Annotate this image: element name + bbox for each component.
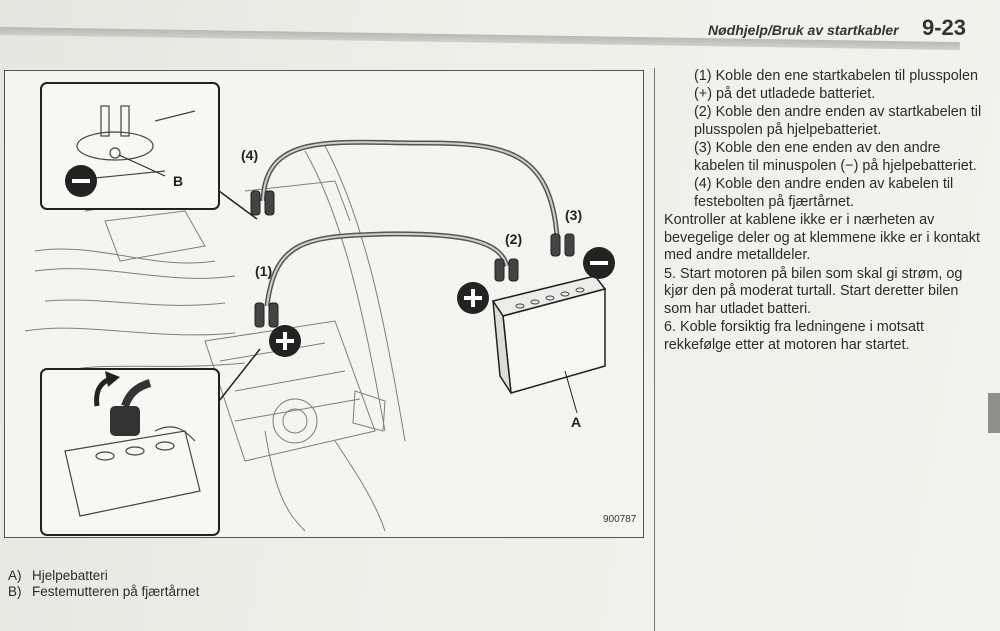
instruction-step-3: (3) Koble den ene enden av den andre kab… <box>694 140 977 174</box>
terminal-sketch <box>64 426 201 517</box>
negative-cable <box>260 139 560 237</box>
instruction-step-1: (1) Koble den ene startkabelen til pluss… <box>694 68 978 102</box>
engine-bay-lines <box>24 145 406 532</box>
inset-battery-terminal <box>40 368 220 536</box>
leader-a <box>564 370 578 414</box>
minus-badge-inset <box>65 165 97 197</box>
label-step2: (2) <box>505 231 523 247</box>
page-number: 9-23 <box>922 15 967 40</box>
section-title: Nødhjelp/Bruk av startkabler <box>708 22 899 38</box>
instruction-6: 6. Koble forsiktig fra ledningene i mots… <box>664 319 924 353</box>
figure-captions: A) Hjelpebatteri B) Festemutteren på fjært… <box>8 568 199 600</box>
caption-b-text: Festemutteren på fjærtårnet <box>32 584 200 599</box>
caption-a: A) Hjelpebatteri <box>8 568 199 584</box>
engine-bay-drawing <box>24 82 615 536</box>
rotate-arrow-head <box>105 371 120 387</box>
jump-start-illustration: (4) (1) (2) (3) B A 900787 <box>4 70 644 538</box>
instructions-column: (1) Koble den ene startkabelen til pluss… <box>664 68 984 355</box>
column-divider <box>654 68 655 631</box>
instruction-step-4: (4) Koble den andre enden av kabelen til… <box>694 176 954 210</box>
instruction-5: 5. Start motoren på bilen som skal gi st… <box>664 265 963 317</box>
label-step1: (1) <box>255 263 273 279</box>
plus-badge-discharged <box>269 325 301 357</box>
figure-code: 900787 <box>603 514 637 525</box>
instruction-step-2: (2) Koble den andre enden av startkabele… <box>694 104 982 138</box>
caption-a-text: Hjelpebatteri <box>32 568 108 583</box>
caption-a-key: A) <box>8 568 22 583</box>
leader-b <box>118 154 166 177</box>
caption-b-key: B) <box>8 584 22 599</box>
thumb-tab <box>988 393 1000 433</box>
clamp-in-inset <box>110 406 140 436</box>
inset-strut-tower <box>40 82 220 210</box>
plus-badge-booster <box>457 282 489 314</box>
caption-b: B) Festemutteren på fjærtårnet <box>8 584 199 600</box>
clamps <box>250 190 575 328</box>
instruction-check: Kontroller at kablene ikke er i nærheten… <box>664 212 980 263</box>
inset-terminal-pointer <box>218 348 261 402</box>
booster-battery <box>491 275 607 394</box>
label-step3: (3) <box>565 207 583 223</box>
label-a: A <box>571 414 582 430</box>
inset-b-pointer <box>218 190 258 220</box>
cable-in-inset <box>121 379 152 408</box>
minus-badge-booster <box>583 247 615 279</box>
label-b: B <box>173 173 184 189</box>
label-step4: (4) <box>241 147 259 163</box>
